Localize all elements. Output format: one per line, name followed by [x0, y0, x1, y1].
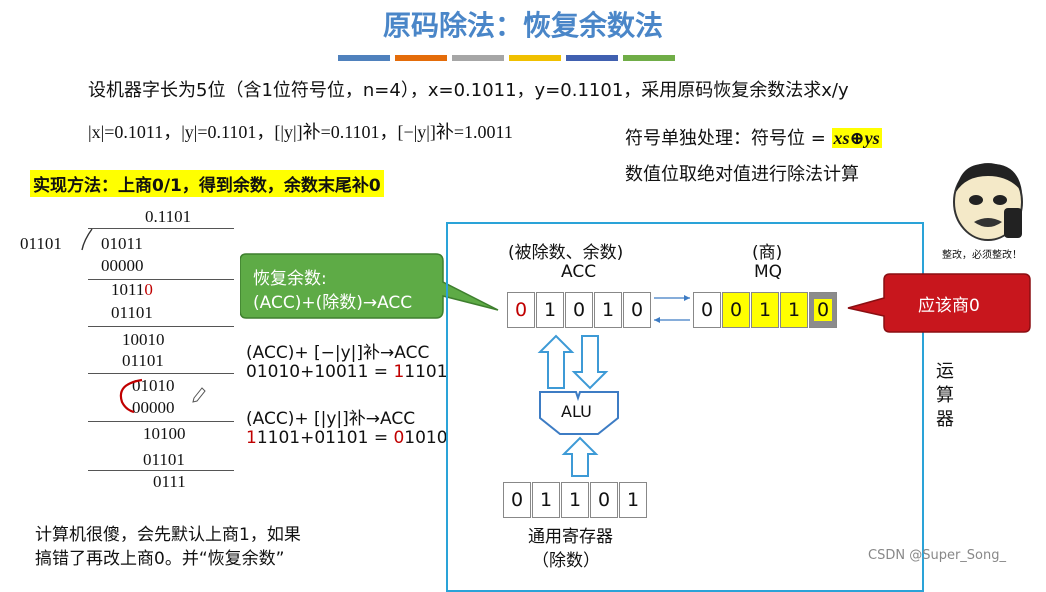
division-row-6: 01101	[122, 351, 164, 370]
step2-calc-b: 1010	[404, 428, 448, 448]
quotient-value: 0.1101	[145, 207, 192, 226]
step1-calc-a: 01010+10011 =	[246, 362, 394, 382]
division-row-7: 01010	[132, 376, 175, 395]
meme-image: 整改，必须整改！	[940, 152, 1036, 262]
mq-header: (商)	[752, 243, 783, 263]
division-line	[88, 373, 234, 374]
mq-label: MQ	[754, 262, 783, 282]
note-line1: 计算机很傻，会先默认上商1，如果	[35, 525, 301, 545]
reg-sub-label: （除数）	[532, 551, 600, 571]
acc-bit: 0	[507, 292, 535, 328]
note-line2: 搞错了再改上商0。并“恢复余数”	[35, 549, 285, 569]
meme-caption: 整改，必须整改！	[942, 250, 1022, 261]
division-bar	[88, 228, 234, 229]
title-bar-6	[623, 55, 675, 61]
acc-label: ACC	[561, 262, 597, 282]
division-bracket-icon	[81, 228, 93, 251]
side-label: 运算器	[936, 361, 954, 430]
title-bar-4	[509, 55, 561, 61]
step1-calc-red: 1	[393, 362, 405, 382]
step1-label: (ACC)+ [−|y|]补→ACC	[246, 343, 430, 363]
division-row-4: 01101	[111, 303, 153, 322]
division-row-10: 01101	[143, 450, 185, 469]
appended-zero: 0	[144, 280, 153, 299]
division-row-3-value: 10110	[111, 280, 153, 299]
division-row-3: 10110	[111, 280, 153, 300]
quotient-callout-shape	[847, 273, 1031, 333]
mq-bit-current: 0	[809, 292, 837, 328]
values-line: |x|=0.1011，|y|=0.1101，[|y|]补=0.1101，[−|y…	[88, 122, 513, 142]
acc-header: (被除数、余数)	[508, 243, 624, 263]
problem-statement: 设机器字长为5位（含1位符号位，n=4），x=0.1011，y=0.1101，采…	[88, 80, 849, 101]
alu-label: ALU	[561, 402, 592, 421]
division-row-5: 10010	[122, 330, 165, 349]
watermark: CSDN @Super_Song_	[868, 548, 1006, 563]
division-line	[88, 279, 234, 280]
reg-bit: 1	[561, 482, 589, 518]
division-line	[88, 326, 234, 327]
restore-callout-line1: 恢复余数:	[253, 269, 327, 289]
mq-bit: 1	[780, 292, 808, 328]
acc-to-alu-arrow-icon	[571, 335, 609, 390]
title-color-bars	[338, 55, 680, 74]
step2-calc: 11101+01101 = 01010	[246, 428, 448, 448]
restore-mark-icon	[119, 378, 206, 414]
reg-bit: 1	[619, 482, 647, 518]
division-row-9: 10100	[143, 424, 186, 443]
division-line	[88, 421, 234, 422]
datapath-arrows	[537, 295, 690, 477]
step2-label: (ACC)+ [|y|]补→ACC	[246, 409, 416, 429]
acc-bit: 0	[623, 292, 651, 328]
reg-to-alu-arrow-icon	[561, 436, 599, 477]
reg-label: 通用寄存器	[528, 527, 613, 547]
quotient-callout-text: 应该商0	[918, 296, 980, 316]
divisor-value: 01101	[20, 234, 62, 253]
step2-calc-a: 1101+01101 =	[256, 428, 394, 448]
acc-bit: 1	[594, 292, 622, 328]
acc-bit: 0	[565, 292, 593, 328]
mq-bit: 0	[693, 292, 721, 328]
sign-line2: 数值位取绝对值进行除法计算	[625, 164, 859, 185]
sign-handling: 符号单独处理：符号位 = xs⊕ys	[625, 124, 882, 150]
division-row-8: 00000	[132, 398, 175, 417]
title-bar-5	[566, 55, 618, 61]
division-line	[88, 470, 234, 471]
step1-calc-b: 1101	[404, 362, 448, 382]
title-bar-1	[338, 55, 390, 61]
reg-bit: 1	[532, 482, 560, 518]
mq-bit-current-value: 0	[813, 299, 833, 321]
alu-to-acc-arrow-icon	[537, 334, 575, 389]
step2-calc-red2: 0	[393, 428, 405, 448]
restore-callout-line2: (ACC)+(除数)→ACC	[253, 293, 413, 313]
page-title: 原码除法：恢复余数法	[382, 9, 663, 42]
mq-bit: 1	[751, 292, 779, 328]
step1-calc: 01010+10011 = 11101	[246, 362, 448, 382]
step2-calc-red: 1	[246, 428, 257, 448]
meme-face-icon	[953, 163, 1023, 241]
sign-formula: xs⊕ys	[831, 128, 882, 148]
mq-bit: 0	[722, 292, 750, 328]
acc-bit: 1	[536, 292, 564, 328]
reg-bit: 0	[503, 482, 531, 518]
alu-shape	[539, 391, 619, 435]
method-text: 实现方法：上商0/1，得到余数，余数末尾补0	[30, 170, 384, 197]
division-row-11: 0111	[153, 472, 186, 491]
division-row-1: 01011	[101, 234, 143, 253]
title-bar-2	[395, 55, 447, 61]
reg-bit: 0	[590, 482, 618, 518]
sign-prefix: 符号单独处理：符号位 =	[625, 128, 832, 149]
title-bar-3	[452, 55, 504, 61]
restore-callout-shape	[240, 253, 499, 319]
division-row-2: 00000	[101, 256, 144, 275]
